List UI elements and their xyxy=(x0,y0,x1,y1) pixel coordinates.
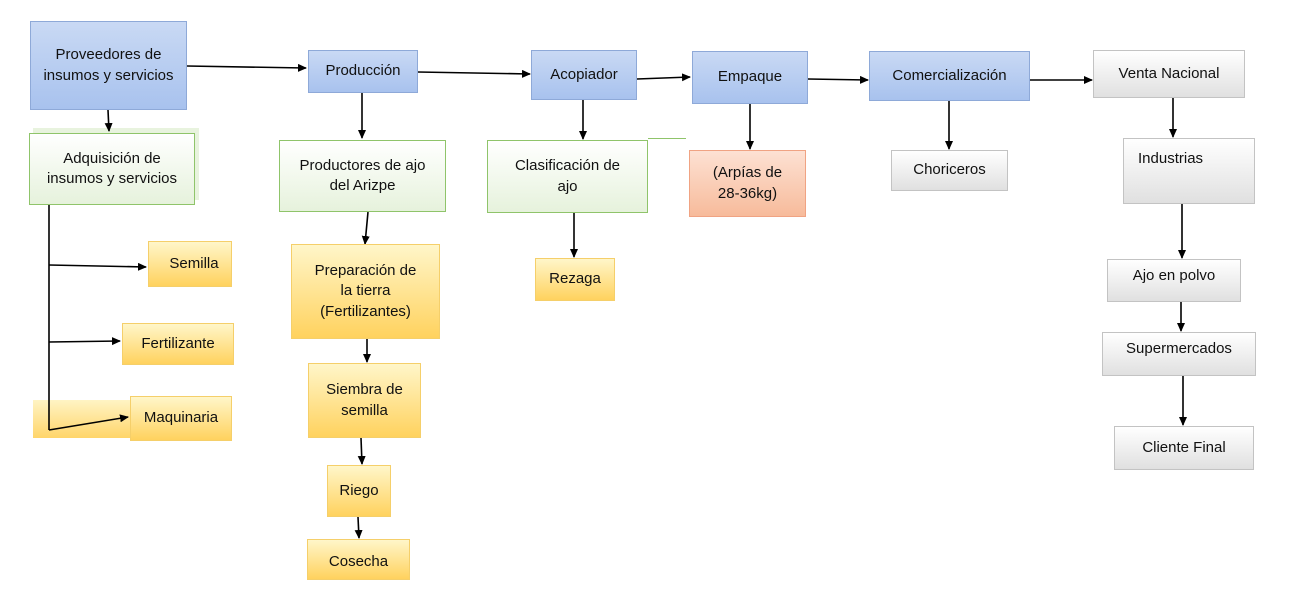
node-productores: Productores de ajo del Arizpe xyxy=(279,140,446,212)
node-venta-nacional: Venta Nacional xyxy=(1093,50,1245,98)
node-adquisicion: Adquisición de insumos y servicios xyxy=(29,133,195,205)
decor-line-clasificacion xyxy=(648,138,686,139)
node-cosecha: Cosecha xyxy=(307,539,410,580)
arrow-productores-preparacion xyxy=(361,211,370,245)
arrow-adquisicion-maquinaria xyxy=(48,414,129,431)
node-produccion: Producción xyxy=(308,50,418,93)
node-ajo-en-polvo: Ajo en polvo xyxy=(1107,259,1241,302)
arrow-proveedores-adquisicion xyxy=(104,109,113,132)
arrow-empaque-comercializacion xyxy=(807,75,869,84)
node-siembra: Siembra de semilla xyxy=(308,363,421,438)
node-choriceros: Choriceros xyxy=(891,150,1008,191)
node-maquinaria: Maquinaria xyxy=(130,396,232,441)
arrow-produccion-acopiador xyxy=(417,69,531,78)
arrow-adquisicion-fertilizante xyxy=(48,337,121,346)
node-arpias: (Arpías de 28-36kg) xyxy=(689,150,806,217)
arrow-siembra-riego xyxy=(357,437,366,465)
node-rezaga: Rezaga xyxy=(535,258,615,301)
node-empaque: Empaque xyxy=(692,51,808,104)
node-supermercados: Supermercados xyxy=(1102,332,1256,376)
arrow-proveedores-produccion xyxy=(186,63,307,72)
node-preparacion: Preparación de la tierra (Fertilizantes) xyxy=(291,244,440,339)
arrow-riego-cosecha xyxy=(354,516,363,539)
node-riego: Riego xyxy=(327,465,391,517)
node-industrias: Industrias xyxy=(1123,138,1255,204)
node-clasificacion: Clasificación de ajo xyxy=(487,140,648,213)
node-acopiador: Acopiador xyxy=(531,50,637,100)
arrow-acopiador-empaque xyxy=(636,73,691,82)
node-semilla: Semilla xyxy=(148,241,232,287)
node-proveedores: Proveedores de insumos y servicios xyxy=(30,21,187,110)
arrow-adquisicion-semilla xyxy=(48,262,147,271)
node-fertilizante: Fertilizante xyxy=(122,323,234,365)
node-comercializacion: Comercialización xyxy=(869,51,1030,101)
node-cliente-final: Cliente Final xyxy=(1114,426,1254,470)
